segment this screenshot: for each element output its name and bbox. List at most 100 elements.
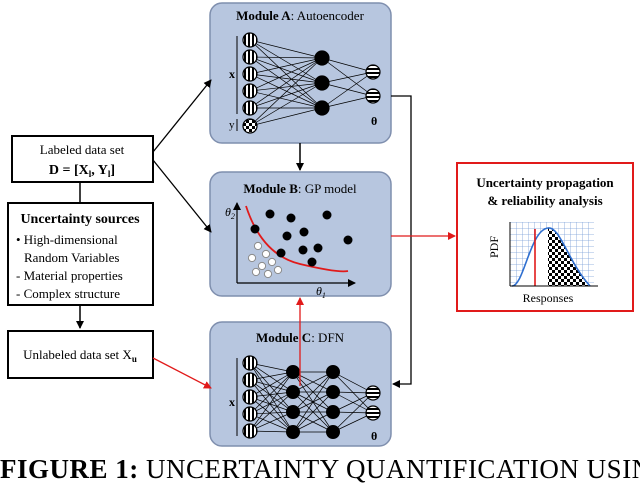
uncertainty-sources-box: Uncertainty sources • High-dimensional R… — [7, 202, 154, 306]
network-connection — [249, 39, 323, 59]
uncertainty-sources-title: Uncertainty sources — [20, 212, 140, 227]
latent-node — [365, 88, 381, 104]
module-a-title: Module A: Autoencoder — [236, 8, 365, 23]
network-connection — [249, 57, 323, 109]
gp-safe-point — [299, 227, 309, 237]
network-connection — [249, 371, 294, 432]
network-connection — [249, 57, 323, 75]
gp-failure-point — [273, 265, 283, 275]
network-connection — [292, 371, 334, 433]
figure-caption: FIGURE 1: UNCERTAINTY QUANTIFICATION USI… — [0, 454, 640, 486]
network-connection — [249, 362, 294, 433]
gp-safe-point — [298, 245, 308, 255]
input-node — [242, 100, 258, 116]
network-connection — [249, 362, 294, 413]
network-connection — [321, 57, 374, 97]
network-connection — [249, 56, 323, 84]
gp-failure-point — [253, 241, 263, 251]
uncertainty-item-2: Random Variables — [24, 250, 119, 265]
input-node — [242, 355, 258, 371]
network-connection — [249, 379, 294, 433]
arrow-labeled-to-module-a — [152, 79, 212, 153]
network-connection — [321, 95, 374, 109]
input-node — [242, 372, 258, 388]
network-connection — [249, 371, 294, 398]
network-connection — [249, 90, 323, 109]
output-node — [365, 405, 381, 421]
network-connection — [292, 411, 334, 433]
module-c-x-label: x — [229, 395, 235, 409]
input-node — [242, 406, 258, 422]
network-connection — [292, 371, 334, 413]
hidden-node — [286, 365, 300, 379]
network-connection — [321, 57, 374, 73]
module-b-title: Module B: GP model — [243, 181, 357, 196]
network-connection — [249, 56, 323, 59]
gp-safe-point — [322, 210, 332, 220]
input-node — [242, 32, 258, 48]
network-connection — [249, 39, 323, 84]
network-connection — [249, 411, 294, 432]
labeled-data-title: Labeled data set — [40, 142, 125, 157]
network-connection — [249, 82, 323, 127]
module-a-y-label: y — [229, 119, 235, 131]
dfn-network — [236, 355, 381, 439]
gp-safe-point — [282, 231, 292, 241]
gp-failure-point — [257, 261, 267, 271]
hidden-node — [326, 365, 340, 379]
input-node — [242, 49, 258, 65]
hidden-node — [314, 50, 330, 66]
network-connection — [249, 82, 323, 92]
network-connection — [249, 396, 294, 433]
arrow-labeled-to-module-b — [152, 159, 212, 233]
network-connection — [249, 56, 323, 109]
responses-axis-label: Responses — [523, 291, 574, 305]
network-connection — [249, 39, 323, 109]
network-connection — [249, 57, 323, 92]
module-a-x-label: x — [229, 67, 235, 81]
gp-x-axis-label: θ1 — [316, 284, 326, 300]
gp-failure-point — [251, 267, 261, 277]
network-connection — [321, 71, 374, 84]
network-connection — [321, 71, 374, 109]
hidden-node — [286, 405, 300, 419]
figure-caption-text: UNCERTAINTY QUANTIFICATION USING — [138, 454, 640, 484]
gp-y-axis-label: θ2 — [225, 205, 235, 221]
gp-safe-point — [343, 235, 353, 245]
module-c-theta-label: θ — [371, 429, 377, 443]
network-connection — [249, 391, 294, 415]
network-connection — [249, 391, 294, 432]
network-connection — [249, 73, 323, 109]
result-title-line-2: & reliability analysis — [487, 193, 602, 208]
pdf-left-region — [512, 228, 548, 286]
figure-caption-label: FIGURE 1: — [0, 454, 139, 484]
input-node — [242, 423, 258, 439]
hidden-node — [286, 385, 300, 399]
gp-failure-point — [247, 253, 257, 263]
gp-safe-point — [265, 209, 275, 219]
hidden-node — [326, 425, 340, 439]
gp-safe-point — [276, 248, 286, 258]
autoencoder-network — [236, 32, 381, 134]
network-connection — [249, 362, 294, 393]
gp-safe-point — [286, 213, 296, 223]
unlabeled-data-text: Unlabeled data set Xu — [23, 347, 137, 364]
labeled-data-formula: D = [Xl, Yl] — [49, 163, 115, 179]
arrow-module-a-to-c — [391, 95, 412, 388]
uncertainty-item-1: • High-dimensional — [16, 232, 118, 247]
module-a-theta-label: θ — [371, 114, 377, 128]
network-connection — [332, 392, 374, 433]
module-b-panel: Module B: GP model θ2 θ1 — [209, 171, 392, 300]
pdf-curve — [511, 227, 591, 287]
hidden-node — [326, 385, 340, 399]
gp-sample-points — [247, 209, 353, 279]
gp-safe-point — [250, 224, 260, 234]
network-connection — [292, 371, 334, 393]
input-node — [242, 83, 258, 99]
module-a-panel: Module A: Autoencoder x y θ — [209, 2, 392, 144]
uncertainty-item-4: - Complex structure — [16, 286, 120, 301]
module-c-title: Module C: DFN — [256, 330, 345, 345]
input-node — [242, 389, 258, 405]
pdf-failure-region — [548, 227, 590, 286]
